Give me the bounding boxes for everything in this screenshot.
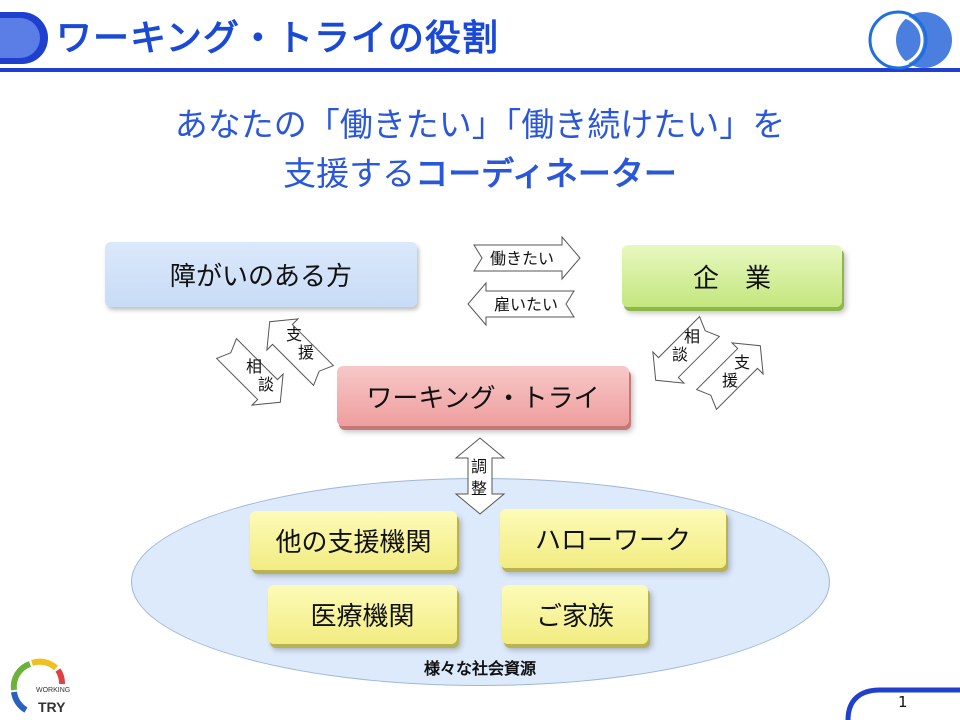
subtitle-line-2-prefix: 支援する — [283, 154, 416, 193]
footer-corner-decoration — [845, 687, 960, 720]
page-number: 1 — [898, 693, 908, 711]
subtitle-line-2: 支援するコーディネーター — [0, 152, 960, 196]
right-consult-char-2: 談 — [672, 345, 688, 364]
logo-try-text: TRY — [38, 699, 66, 715]
arrow-want-work-label: 働きたい — [490, 249, 554, 268]
page-title: ワーキング・トライの役割 — [56, 18, 499, 59]
person-box: 障がいのある方 — [105, 242, 417, 307]
arrow-right-consult: 相 談 — [652, 315, 721, 384]
arrow-left-support: 支 援 — [266, 318, 335, 387]
arrow-want-hire-label: 雇いたい — [494, 295, 558, 314]
left-diagonal-arrows: 相 談 支 援 — [215, 318, 335, 406]
right-support-char-1: 支 — [734, 353, 750, 372]
working-try-logo: WORKING TRY — [10, 658, 70, 715]
right-diagonal-arrows: 相 談 支 援 — [652, 315, 764, 411]
horizontal-arrows: 働きたい 雇いたい — [467, 236, 581, 326]
other-support-box: 他の支援機関 — [250, 511, 457, 570]
social-resources-caption: 様々な社会資源 — [423, 659, 536, 678]
family-box: ご家族 — [502, 585, 648, 644]
medical-box: 医療機関 — [268, 585, 457, 644]
subtitle-line-2-emphasis: コーディネーター — [415, 154, 677, 193]
hello-work-box: ハローワーク — [500, 509, 726, 568]
left-consult-char-1: 相 — [246, 357, 262, 376]
arrow-left-consult: 相 談 — [215, 337, 284, 406]
adjust-char-1: 調 — [471, 457, 487, 476]
right-consult-char-1: 相 — [684, 327, 700, 346]
arrow-right-support: 支 援 — [695, 342, 764, 411]
left-support-char-1: 支 — [286, 325, 302, 344]
arrow-want-work: 働きたい — [473, 236, 581, 281]
subtitle-line-1: あなたの「働きたい」「働き続けたい」を — [174, 105, 786, 144]
header-accent-tab — [0, 12, 48, 64]
header-divider — [0, 68, 960, 72]
working-try-box: ワーキング・トライ — [337, 366, 629, 426]
adjust-char-2: 整 — [471, 479, 487, 498]
adjust-double-arrow: 調 整 — [454, 437, 506, 515]
left-support-char-2: 援 — [298, 343, 314, 362]
header-circles-decoration — [868, 10, 952, 70]
left-consult-char-2: 談 — [258, 375, 274, 394]
company-box: 企 業 — [622, 245, 842, 307]
right-support-char-2: 援 — [722, 371, 738, 390]
arrow-want-hire: 雇いたい — [467, 281, 575, 326]
logo-working-text: WORKING — [36, 687, 70, 694]
